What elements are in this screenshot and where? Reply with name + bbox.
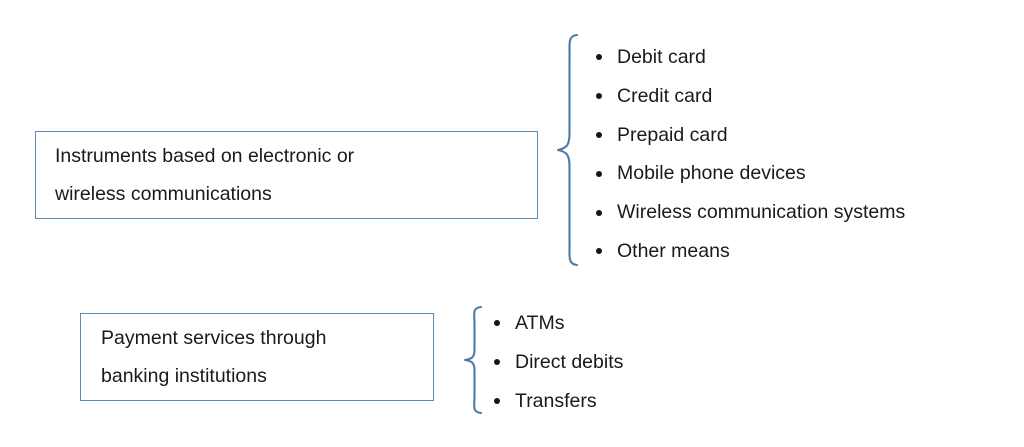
bullet-dot-icon (596, 131, 602, 138)
list-item: ATMs (494, 304, 623, 343)
bullet-dot-icon (494, 359, 500, 366)
list-item-label: ATMs (515, 312, 565, 334)
list-item: Mobile phone devices (596, 154, 905, 193)
list-item: Debit card (596, 38, 905, 77)
list-item-label: Direct debits (515, 350, 624, 373)
list-item: Credit card (596, 77, 905, 116)
bullet-dot-icon (596, 170, 602, 177)
list-item: Transfers (494, 382, 623, 421)
list-item-label: Credit card (617, 84, 713, 107)
concept-box-payment-services-line-2: banking institutions (101, 365, 267, 387)
list-item-label: Mobile phone devices (617, 162, 806, 185)
concept-box-payment-services-line-1: Payment services through (101, 327, 327, 349)
list-item: Prepaid card (596, 116, 905, 155)
list-item: Direct debits (494, 343, 623, 382)
list-item-label: Other means (617, 239, 730, 262)
list-item-label: Wireless communication systems (617, 201, 906, 224)
list-item: Wireless communication systems (596, 193, 905, 232)
right-curly-brace-icon-instruments (556, 33, 579, 267)
bullet-dot-icon (596, 248, 602, 255)
bullet-dot-icon (494, 320, 500, 327)
bullet-dot-icon (494, 397, 500, 404)
bullet-list-payment-services: ATMs Direct debits Transfers (494, 304, 623, 420)
concept-box-instruments: Instruments based on electronic or wirel… (35, 131, 538, 219)
list-item-label: Prepaid card (617, 123, 728, 146)
concept-box-instruments-line-1: Instruments based on electronic or (55, 145, 355, 167)
list-item: Other means (596, 232, 905, 271)
list-item-label: Debit card (617, 46, 706, 68)
bullet-dot-icon (596, 209, 602, 216)
bullet-list-instruments: Debit card Credit card Prepaid card Mobi… (596, 38, 905, 271)
list-item-label: Transfers (515, 389, 597, 412)
concept-box-instruments-line-2: wireless communications (55, 183, 272, 205)
bullet-dot-icon (596, 93, 602, 100)
concept-box-payment-services: Payment services through banking institu… (80, 313, 434, 401)
right-curly-brace-icon-payment-services (463, 305, 483, 415)
bullet-dot-icon (596, 54, 602, 61)
